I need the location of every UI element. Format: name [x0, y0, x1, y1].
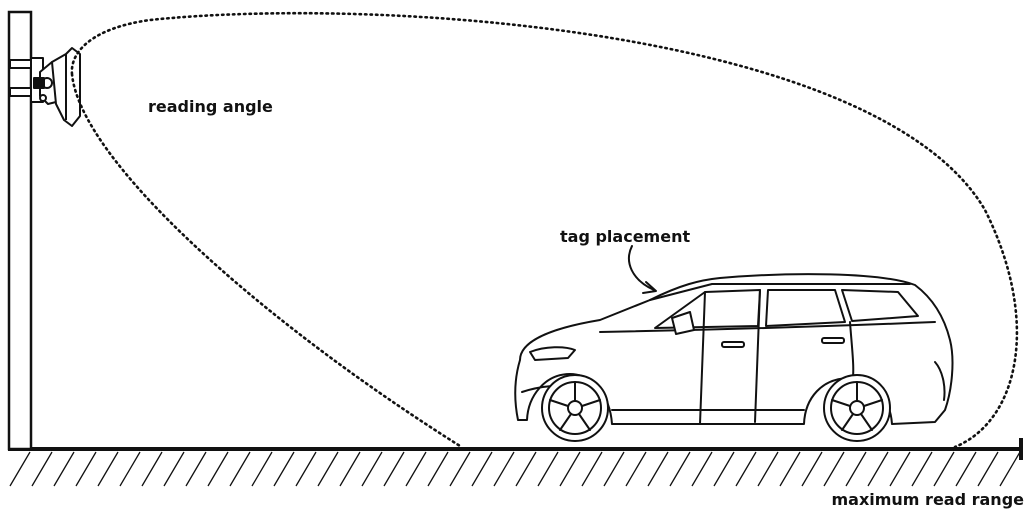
hatch-line — [9, 451, 31, 487]
tag-placement-label: tag placement — [560, 227, 690, 246]
hatch-line — [185, 451, 207, 487]
hatch-line — [141, 451, 163, 487]
curved-arrow-icon — [627, 245, 657, 294]
hatch-line — [537, 451, 559, 487]
hatch-line — [229, 451, 251, 487]
hatch-line — [933, 451, 955, 487]
hatch-line — [691, 451, 713, 487]
hatch-line — [75, 451, 97, 487]
hatch-line — [603, 451, 625, 487]
rear-wheel — [823, 374, 891, 442]
hatch-line — [251, 451, 273, 487]
hatch-line — [515, 451, 537, 487]
hatch-line — [735, 451, 757, 487]
hatch-line — [757, 451, 779, 487]
hatch-line — [31, 451, 53, 487]
hatch-line — [207, 451, 229, 487]
reading-angle-label: reading angle — [148, 97, 273, 116]
hatch-line — [559, 451, 581, 487]
mounting-pole — [7, 10, 33, 451]
hatch-line — [295, 451, 317, 487]
front-wheel — [541, 374, 609, 442]
hatch-line — [273, 451, 295, 487]
hatch-line — [339, 451, 361, 487]
hatch-line — [669, 451, 691, 487]
hatch-line — [955, 451, 977, 487]
hatch-line — [383, 451, 405, 487]
hatch-line — [823, 451, 845, 487]
hatch-line — [163, 451, 185, 487]
hatch-line — [405, 451, 427, 487]
ground-hatching — [9, 451, 1021, 487]
hatch-line — [713, 451, 735, 487]
hatch-line — [317, 451, 339, 487]
hatch-line — [449, 451, 471, 487]
maximum-read-range-label: maximum read range — [831, 490, 1024, 509]
reading-zone-boundary — [70, 11, 1019, 449]
hatch-line — [977, 451, 999, 487]
hatch-line — [779, 451, 801, 487]
hatch-line — [361, 451, 383, 487]
hatch-line — [97, 451, 119, 487]
hatch-line — [427, 451, 449, 487]
hatch-line — [471, 451, 493, 487]
hatch-line — [53, 451, 75, 487]
hatch-line — [911, 451, 933, 487]
hatch-line — [647, 451, 669, 487]
hatch-line — [889, 451, 911, 487]
suv-car-icon — [514, 273, 954, 442]
hatch-line — [801, 451, 823, 487]
hatch-line — [625, 451, 647, 487]
hatch-line — [867, 451, 889, 487]
hatch-line — [999, 451, 1021, 487]
hatch-line — [845, 451, 867, 487]
hatch-line — [493, 451, 515, 487]
hatch-line — [581, 451, 603, 487]
hatch-line — [119, 451, 141, 487]
